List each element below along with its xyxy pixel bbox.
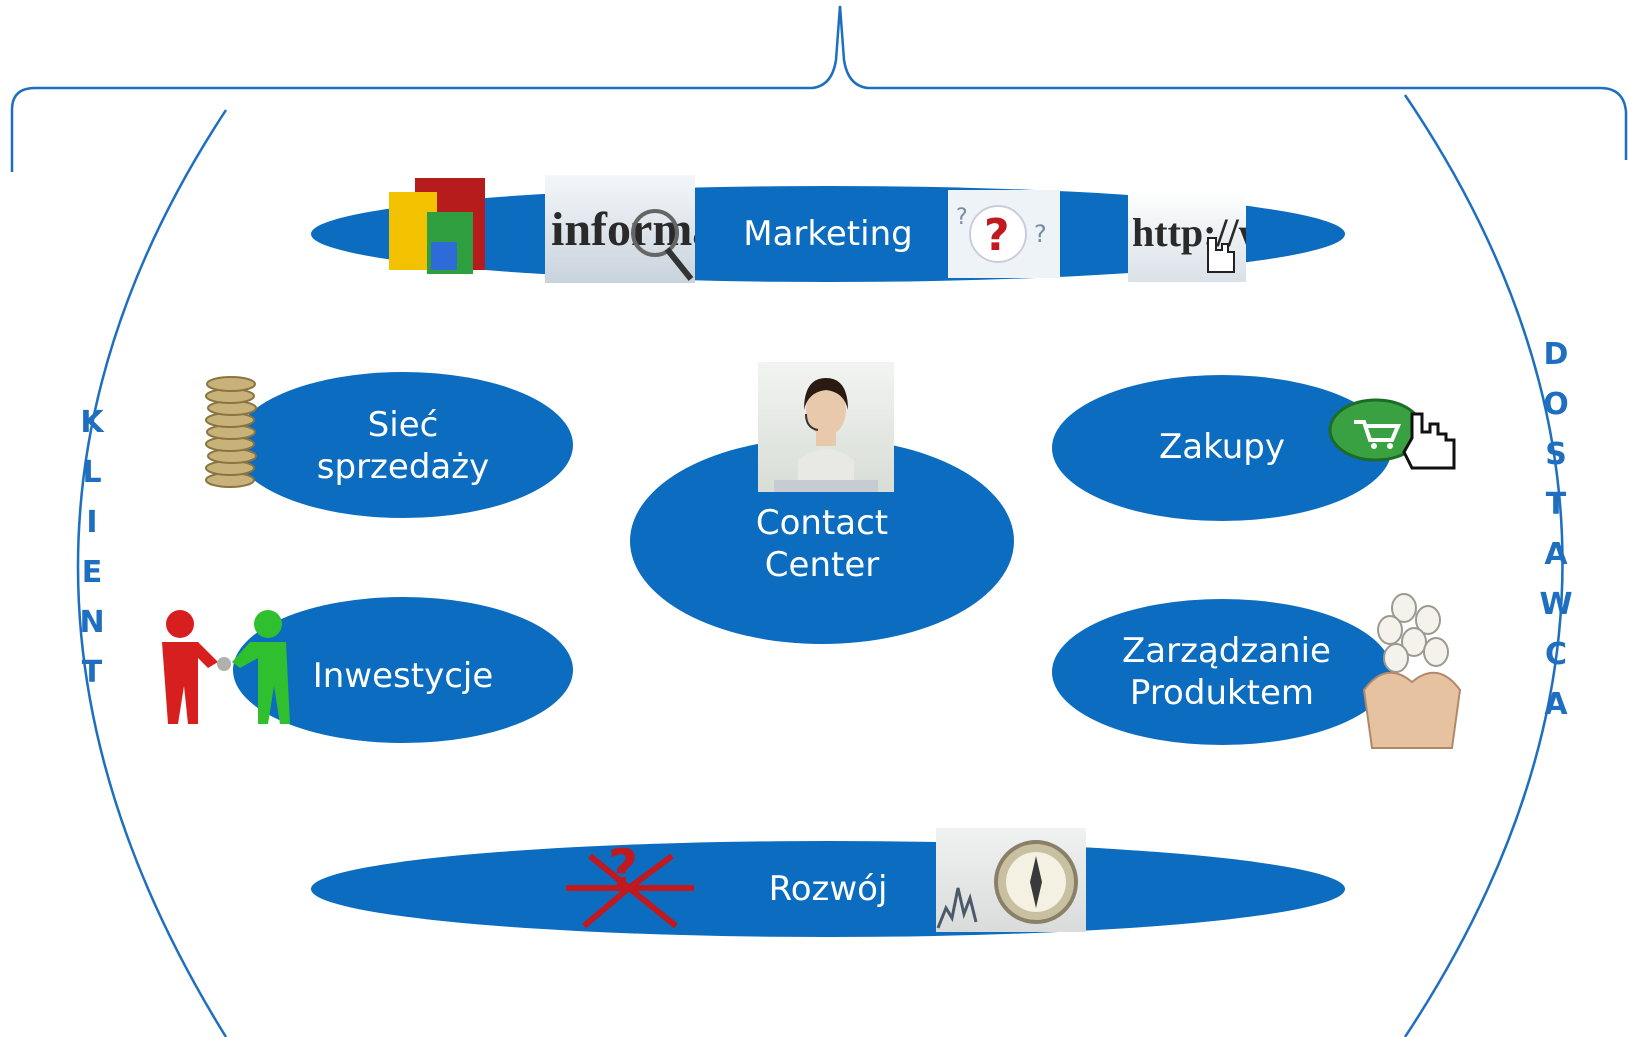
inwestycje-label: Inwestycje (312, 656, 494, 696)
left-bracket-arc (76, 109, 228, 1037)
contact-center-label: Contact Center (722, 502, 922, 586)
siec-ellipse (233, 372, 573, 518)
inwestycje-ellipse (233, 597, 573, 743)
contact-line2: Center (764, 545, 880, 585)
bulbs-in-hands-image (1356, 590, 1468, 750)
dostawca-letter: D (1543, 337, 1569, 372)
klient-letter: N (79, 605, 105, 640)
dostawca-letter: A (1544, 537, 1568, 572)
zakupy-label: Zakupy (1158, 427, 1286, 467)
svg-text:?: ? (956, 205, 968, 230)
rozwoj-ellipse (311, 841, 1345, 937)
zarzadzanie-produktem-label: Zarządzanie Produktem (1122, 630, 1331, 714)
contact-center-agent-image (758, 362, 894, 492)
dostawca-letter: A (1544, 687, 1568, 722)
dostawca-letter: T (1545, 487, 1567, 522)
siec-sprzedazy-label: Sieć sprzedaży (303, 404, 503, 488)
siec-line2: sprzedaży (316, 447, 490, 487)
right-bracket-arc (1403, 94, 1564, 1037)
question-marks-image: ? ? ? (948, 190, 1060, 278)
dostawca-letter: C (1544, 637, 1568, 672)
marketing-label: Marketing (743, 214, 913, 254)
klient-vertical-label: K L I E N T (72, 398, 112, 698)
zarzadzanie-ellipse (1052, 599, 1392, 745)
siec-line1: Sieć (367, 405, 439, 445)
question-arrows-image: ? (554, 826, 704, 934)
svg-text:?: ? (984, 210, 1010, 261)
klient-letter: K (80, 405, 104, 440)
klient-letter: T (81, 655, 103, 690)
information-magnifier-image: informatio (545, 175, 695, 283)
coins-stack-image (200, 368, 262, 490)
shopping-bags-image (385, 172, 497, 280)
compass-chart-image (936, 828, 1086, 932)
dostawca-letter: W (1539, 587, 1573, 622)
klient-letter: E (81, 555, 103, 590)
top-brace (10, 5, 1628, 172)
cart-button-image (1320, 378, 1492, 496)
rozwoj-label: Rozwój (768, 869, 888, 909)
dostawca-letter: S (1545, 437, 1567, 472)
zarzadzanie-line2: Produktem (1129, 673, 1315, 713)
contact-center-ellipse (630, 438, 1014, 644)
contact-line1: Contact (755, 503, 889, 543)
dostawca-letter: O (1543, 387, 1569, 422)
svg-text:?: ? (1034, 220, 1047, 248)
zarzadzanie-line1: Zarządzanie (1122, 631, 1331, 671)
klient-letter: L (82, 455, 102, 490)
zakupy-ellipse (1052, 375, 1392, 521)
http-browser-image: http://ww (1128, 190, 1246, 282)
svg-text:?: ? (608, 839, 638, 899)
klient-letter: I (86, 505, 98, 540)
handshake-figures-image (148, 606, 313, 730)
dostawca-vertical-label: D O S T A W C A (1536, 330, 1576, 730)
